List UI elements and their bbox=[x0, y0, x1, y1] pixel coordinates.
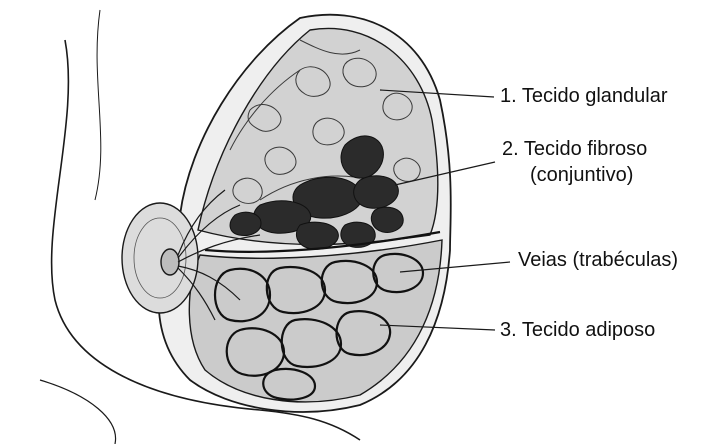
torso-lower-outline bbox=[40, 380, 116, 444]
label-tecido-adiposo: 3. Tecido adiposo bbox=[500, 318, 655, 342]
label-veias: Veias (trabéculas) bbox=[518, 248, 678, 272]
label-conjuntivo: (conjuntivo) bbox=[530, 163, 633, 187]
label-tecido-fibroso: 2. Tecido fibroso bbox=[502, 137, 647, 161]
nipple bbox=[161, 249, 179, 275]
label-tecido-glandular: 1. Tecido glandular bbox=[500, 84, 668, 108]
arm-outline bbox=[95, 10, 101, 200]
